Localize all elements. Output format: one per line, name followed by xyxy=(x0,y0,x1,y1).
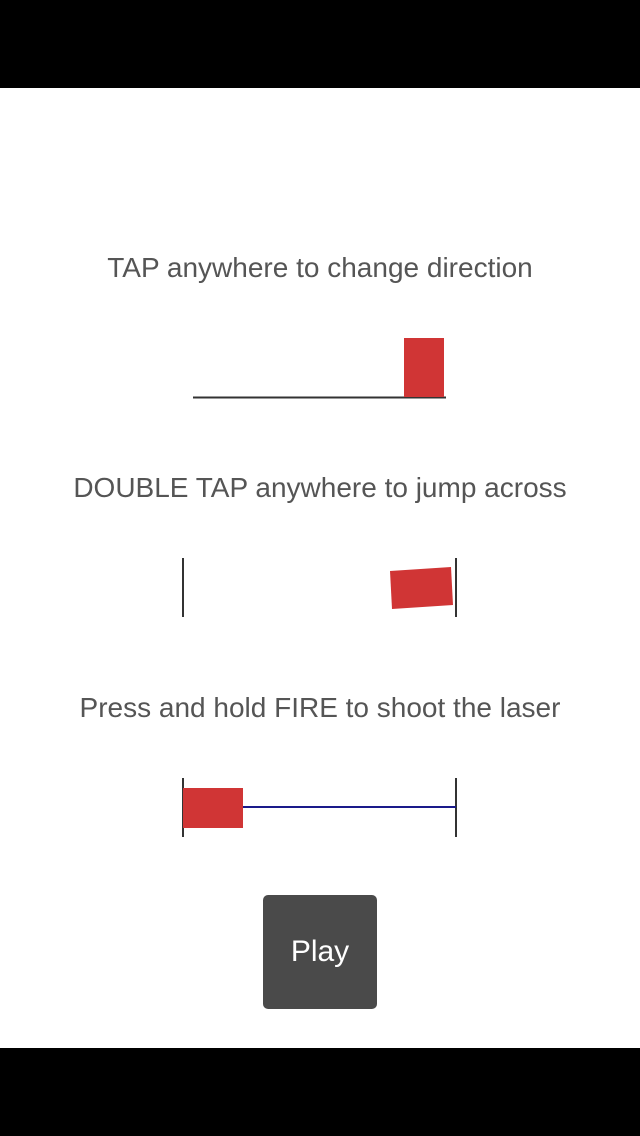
bottom-letterbox xyxy=(0,1048,640,1136)
tap-demo xyxy=(193,338,446,399)
player-block-firing xyxy=(183,788,243,828)
tutorial-panel[interactable]: TAP anywhere to change direction DOUBL xyxy=(0,88,640,1048)
fire-instruction-text: Press and hold FIRE to shoot the laser xyxy=(79,692,561,723)
play-button[interactable]: Play xyxy=(263,895,377,1009)
fire-demo xyxy=(182,778,457,837)
double-tap-demo xyxy=(182,558,457,617)
tap-instruction-text: TAP anywhere to change direction xyxy=(107,252,533,283)
double-tap-instruction-text: DOUBLE TAP anywhere to jump across xyxy=(73,472,567,503)
player-block-jumping xyxy=(390,567,453,609)
top-letterbox xyxy=(0,0,640,88)
tutorial-demos xyxy=(182,338,457,837)
player-block xyxy=(404,338,444,397)
